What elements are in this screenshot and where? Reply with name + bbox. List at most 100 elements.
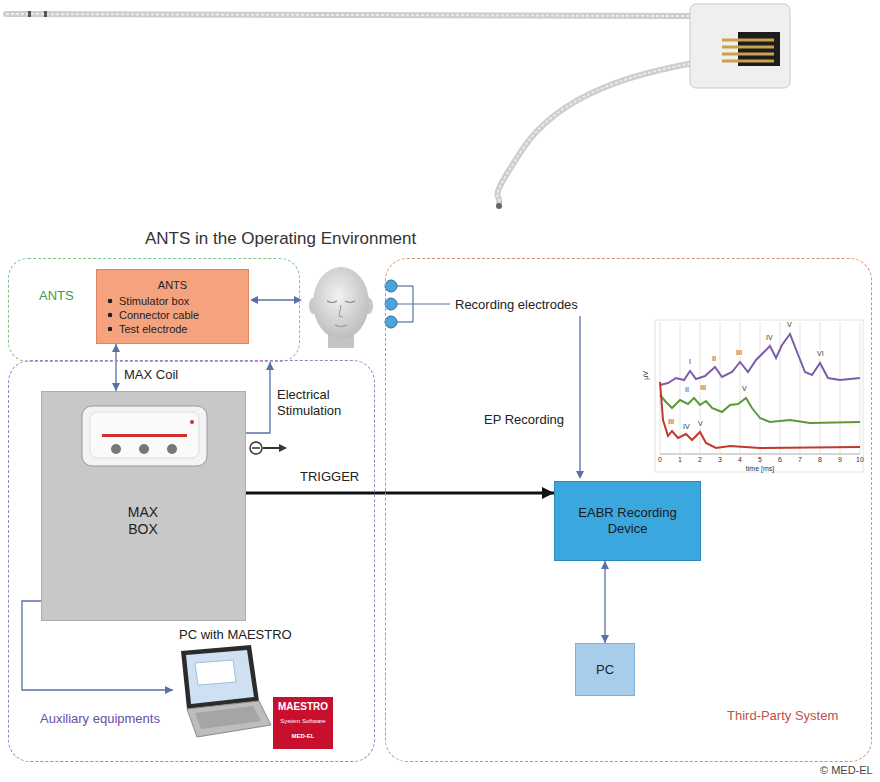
recording-electrodes-part — [385, 298, 397, 310]
peak-label: I — [688, 358, 692, 366]
electrode-photo-part — [6, 14, 692, 16]
box-label: PC — [596, 662, 614, 677]
axis-number: 10 — [854, 456, 866, 464]
chart-grid-part — [800, 322, 801, 454]
head-link-arrow-part — [257, 299, 295, 300]
axis-number: 4 — [734, 456, 746, 464]
trace-red — [660, 382, 860, 448]
electrode-photo — [6, 4, 790, 209]
head-figure-part — [313, 267, 369, 339]
axis-number: 0 — [654, 456, 666, 464]
software-name: MAESTRO — [273, 701, 333, 712]
electrode-photo-part — [6, 14, 692, 16]
chart-grid-part — [680, 322, 681, 454]
axis-title: time [ms] — [740, 465, 780, 473]
max-box: MAX BOX — [41, 391, 246, 621]
head-figure — [309, 267, 373, 348]
third-party-group: Third-Party SystemEABR Recording DeviceP… — [385, 258, 872, 762]
recording-electrodes-part — [397, 285, 413, 286]
electrode-photo-part — [497, 62, 700, 204]
axis-number: 5 — [754, 456, 766, 464]
max-box-photo-part — [82, 406, 207, 466]
connector — [601, 561, 609, 643]
arrow-head — [112, 344, 120, 352]
connector — [246, 362, 274, 433]
recording-electrodes-part — [397, 321, 413, 322]
connector-line — [246, 362, 270, 433]
arrow-head — [601, 561, 609, 569]
peak-label: II — [711, 355, 717, 363]
trace-purple — [660, 334, 860, 385]
electrode-photo-part — [722, 39, 774, 42]
laptop-picture-part — [187, 701, 271, 737]
recording-electrodes-part — [412, 286, 413, 322]
edge-label: TRIGGER — [300, 469, 359, 484]
brand-name: MED-EL — [273, 733, 333, 739]
max-box-photo-part — [190, 420, 194, 424]
axis-number: 9 — [834, 456, 846, 464]
max-box-photo-part — [90, 412, 199, 458]
peak-label: II — [684, 386, 690, 394]
bullet-item: Stimulator box — [105, 294, 240, 308]
chart-grid-part — [780, 322, 781, 454]
peak-label: VI — [816, 350, 825, 358]
laptop-picture-part — [195, 706, 261, 729]
chart-grid-part — [660, 454, 860, 455]
connector-line — [604, 561, 605, 643]
peak-label: III — [667, 418, 675, 426]
electrode-photo-part — [496, 203, 502, 209]
group-label: Auxiliary equipments — [40, 711, 160, 726]
pc-label: PC with MAESTRO — [179, 627, 292, 642]
diagram-title: ANTS in the Operating Environment — [145, 229, 416, 249]
signal-label: EP Recording — [484, 412, 564, 427]
recording-electrodes-part — [397, 303, 450, 304]
axis-number: 7 — [794, 456, 806, 464]
connector-line — [246, 492, 554, 495]
peak-label: V — [697, 420, 704, 428]
recording-electrodes-part — [385, 280, 397, 292]
stimulator-box: ANTSStimulator boxConnector cableTest el… — [96, 269, 249, 344]
max-box-photo-part — [139, 444, 149, 454]
part-label: Recording electrodes — [455, 297, 578, 312]
head-figure-part — [327, 301, 337, 303]
recording-electrodes-part — [385, 316, 397, 328]
software-subtitle: System Software — [273, 718, 333, 724]
chart-grid-part — [840, 322, 841, 454]
recording-electrodes — [385, 280, 450, 328]
peak-label: IV — [765, 334, 774, 342]
connector — [246, 487, 554, 499]
electrode-photo-part — [722, 60, 774, 63]
ep-chart — [655, 320, 863, 472]
electrode-photo-part — [28, 11, 31, 17]
stimulus-symbol-part — [252, 447, 260, 449]
head-link-arrow-part — [250, 296, 258, 304]
ep-chart-part — [655, 320, 863, 472]
head-link-arrow-part — [294, 296, 302, 304]
box-label: MAX BOX — [118, 504, 168, 538]
laptop-picture-part — [195, 660, 236, 685]
box-label: EABR Recording Device — [572, 505, 684, 537]
peak-label: V — [741, 385, 748, 393]
axis-number: 6 — [774, 456, 786, 464]
max-box-photo-part — [102, 434, 187, 437]
ep-recording-arrow-part — [576, 471, 584, 479]
electrode-photo-part — [722, 46, 774, 49]
group-label: ANTS — [39, 288, 74, 303]
electrode-photo-part — [44, 11, 47, 17]
box-title: ANTS — [105, 278, 240, 292]
axis-number: 8 — [814, 456, 826, 464]
bullet-item: Test electrode — [105, 322, 240, 336]
chart-grid-part — [720, 322, 721, 454]
ep-recording-arrow-part — [579, 316, 580, 472]
stimulus-symbol-part — [279, 444, 287, 452]
chart-grid — [660, 322, 860, 454]
axis-number: 3 — [714, 456, 726, 464]
connector — [112, 344, 120, 391]
peak-label: III — [699, 384, 707, 392]
chart-grid-part — [860, 322, 861, 454]
peak-label: IV — [682, 423, 691, 431]
head-figure-part — [335, 325, 347, 327]
part-label: MAX Coil — [124, 367, 178, 382]
stimulus-symbol-part — [263, 447, 280, 449]
